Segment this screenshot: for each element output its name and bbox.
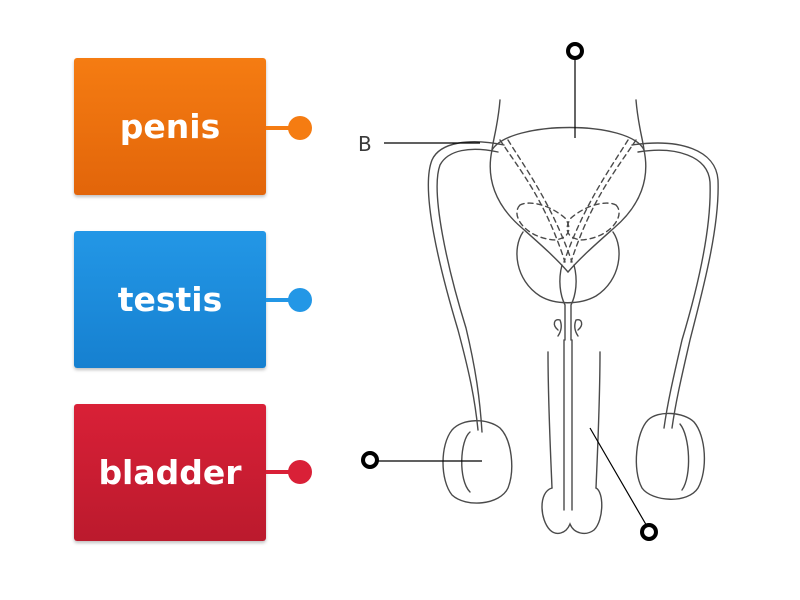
answer-card-label: bladder bbox=[98, 453, 242, 492]
connector-line bbox=[266, 470, 296, 474]
connector-handle[interactable] bbox=[288, 116, 312, 140]
connector-line bbox=[266, 298, 296, 302]
penis-shaft bbox=[547, 351, 553, 489]
diagram-label-b: B bbox=[358, 132, 372, 156]
drop-target-d[interactable] bbox=[640, 523, 658, 541]
answer-card-penis[interactable]: penis bbox=[74, 58, 266, 195]
drop-target-a[interactable] bbox=[566, 42, 584, 60]
vas-deferens-right bbox=[631, 142, 719, 429]
testis-right bbox=[635, 412, 706, 500]
bladder-dome bbox=[491, 126, 645, 151]
prostate-outline bbox=[516, 231, 620, 304]
testis-left bbox=[442, 420, 513, 504]
glans bbox=[541, 487, 603, 535]
connector-handle[interactable] bbox=[288, 288, 312, 312]
answer-card-testis[interactable]: testis bbox=[74, 231, 266, 368]
answer-card-label: penis bbox=[119, 107, 221, 146]
card-connector-bladder[interactable] bbox=[266, 460, 312, 484]
bladder-outline bbox=[489, 99, 647, 274]
vas-deferens-left bbox=[427, 141, 505, 431]
answer-card-bladder[interactable]: bladder bbox=[74, 404, 266, 541]
leader-line-d bbox=[589, 427, 649, 529]
card-connector-penis[interactable] bbox=[266, 116, 312, 140]
connector-line bbox=[266, 126, 296, 130]
answer-card-label: testis bbox=[117, 280, 223, 319]
anatomy-diagram: B bbox=[358, 42, 719, 541]
card-connector-testis[interactable] bbox=[266, 288, 312, 312]
connector-handle[interactable] bbox=[288, 460, 312, 484]
drop-target-c[interactable] bbox=[361, 451, 379, 469]
